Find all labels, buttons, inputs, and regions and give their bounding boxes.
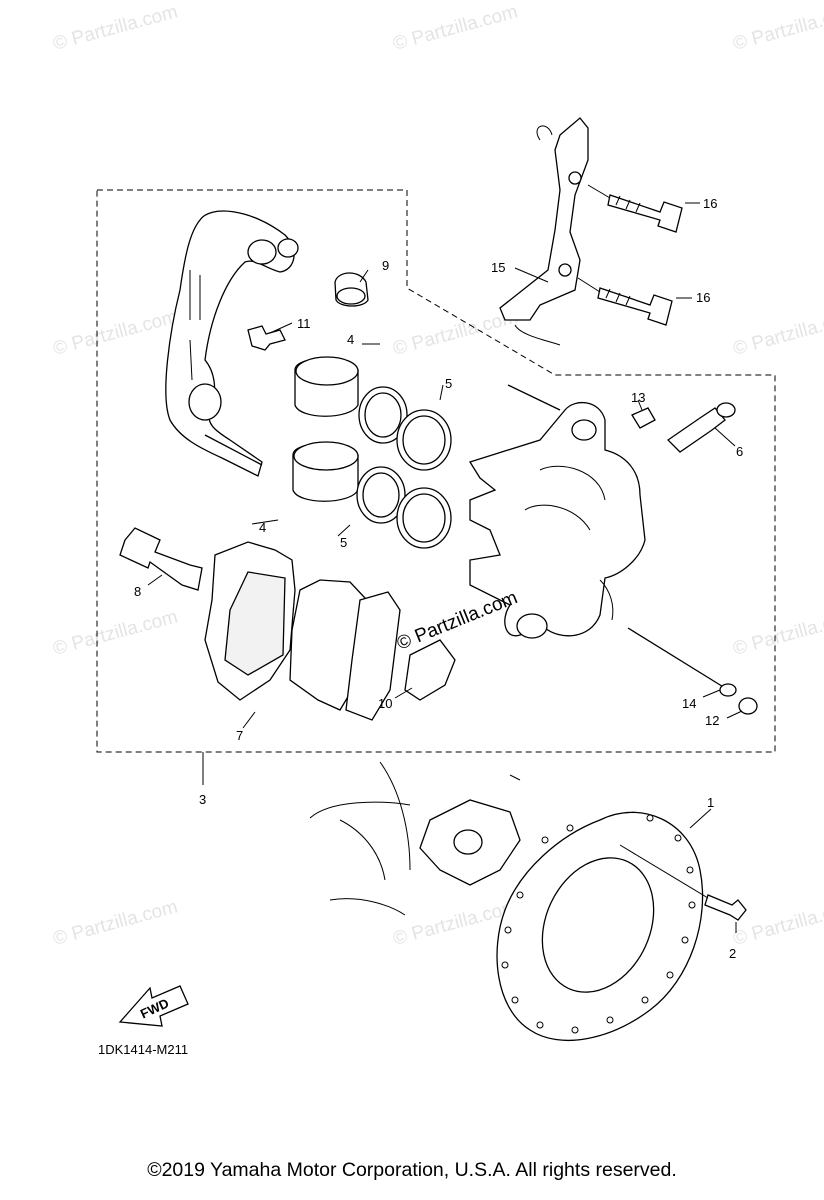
callout-10: 10 bbox=[378, 696, 392, 711]
callout-7: 7 bbox=[236, 728, 243, 743]
support-pin bbox=[204, 434, 263, 466]
callout-11: 11 bbox=[297, 316, 311, 331]
watermark: © Partzilla.com bbox=[731, 306, 824, 359]
bleed-screw-6 bbox=[666, 407, 726, 453]
callout-14: 14 bbox=[682, 696, 696, 711]
bleed-screw-13 bbox=[631, 407, 656, 429]
callout-15: 15 bbox=[491, 260, 505, 275]
brake-disc bbox=[496, 811, 704, 1042]
callout-6: 6 bbox=[736, 444, 743, 459]
callout-4: 4 bbox=[347, 332, 354, 347]
callout-1: 1 bbox=[707, 795, 714, 810]
fwd-arrow-icon: FWD bbox=[118, 985, 189, 1027]
leader-disc-bolt bbox=[619, 844, 709, 899]
callout-16: 16 bbox=[696, 290, 710, 305]
caliper-support bbox=[165, 210, 299, 477]
leader-bolt-16 bbox=[587, 184, 611, 199]
watermark: © Partzilla.com bbox=[51, 1, 180, 54]
pad-spring-10 bbox=[404, 639, 456, 701]
callout-8: 8 bbox=[134, 584, 141, 599]
caliper-body bbox=[469, 401, 646, 639]
callout-13: 13 bbox=[631, 390, 645, 405]
slide-pin bbox=[507, 384, 561, 411]
brake-pads bbox=[204, 541, 456, 721]
callout-16: 16 bbox=[703, 196, 717, 211]
bolt-16-lower bbox=[597, 287, 673, 326]
watermark: © Partzilla.com bbox=[51, 606, 180, 659]
plug-12 bbox=[738, 697, 758, 715]
callout-12: 12 bbox=[705, 713, 719, 728]
callout-5: 5 bbox=[340, 535, 347, 550]
callout-3: 3 bbox=[199, 792, 206, 807]
pin-boot-9 bbox=[334, 272, 369, 307]
piston-lower bbox=[292, 441, 359, 502]
bleed-cap-6 bbox=[716, 402, 736, 418]
watermark: © Partzilla.com bbox=[51, 896, 180, 949]
watermark: © Partzilla.com bbox=[731, 896, 824, 949]
caliper-bracket bbox=[499, 117, 589, 346]
pad-pin-head-14 bbox=[719, 683, 737, 697]
watermark: © Partzilla.com bbox=[51, 306, 180, 359]
watermark: © Partzilla.com bbox=[731, 606, 824, 659]
clip-11 bbox=[247, 325, 286, 351]
piston-upper bbox=[294, 356, 359, 417]
callout-leaders bbox=[147, 202, 743, 933]
callout-4: 4 bbox=[259, 520, 266, 535]
pad-pin-14 bbox=[627, 627, 726, 689]
caliper-assembly-outline bbox=[96, 189, 776, 753]
diagram-code: 1DK1414-M211 bbox=[98, 1042, 188, 1057]
callout-2: 2 bbox=[729, 946, 736, 961]
leader-bolt-16 bbox=[577, 277, 601, 293]
watermark: © Partzilla.com bbox=[391, 1, 520, 54]
callout-labels: 16 16 15 9 11 4 5 13 6 4 5 8 10 14 12 7 … bbox=[134, 196, 743, 961]
callout-9: 9 bbox=[382, 258, 389, 273]
disc-bolt-2 bbox=[704, 894, 747, 921]
callout-5: 5 bbox=[445, 376, 452, 391]
piston-seals bbox=[356, 386, 452, 549]
watermark: © Partzilla.com bbox=[391, 306, 520, 359]
bolt-16-upper bbox=[607, 194, 683, 233]
watermark: © Partzilla.com bbox=[731, 1, 824, 54]
swingarm-outline bbox=[309, 761, 521, 916]
center-watermark: © Partzilla.com bbox=[394, 587, 521, 654]
copyright-notice: ©2019 Yamaha Motor Corporation, U.S.A. A… bbox=[147, 1159, 677, 1181]
bolt-8 bbox=[119, 527, 203, 591]
